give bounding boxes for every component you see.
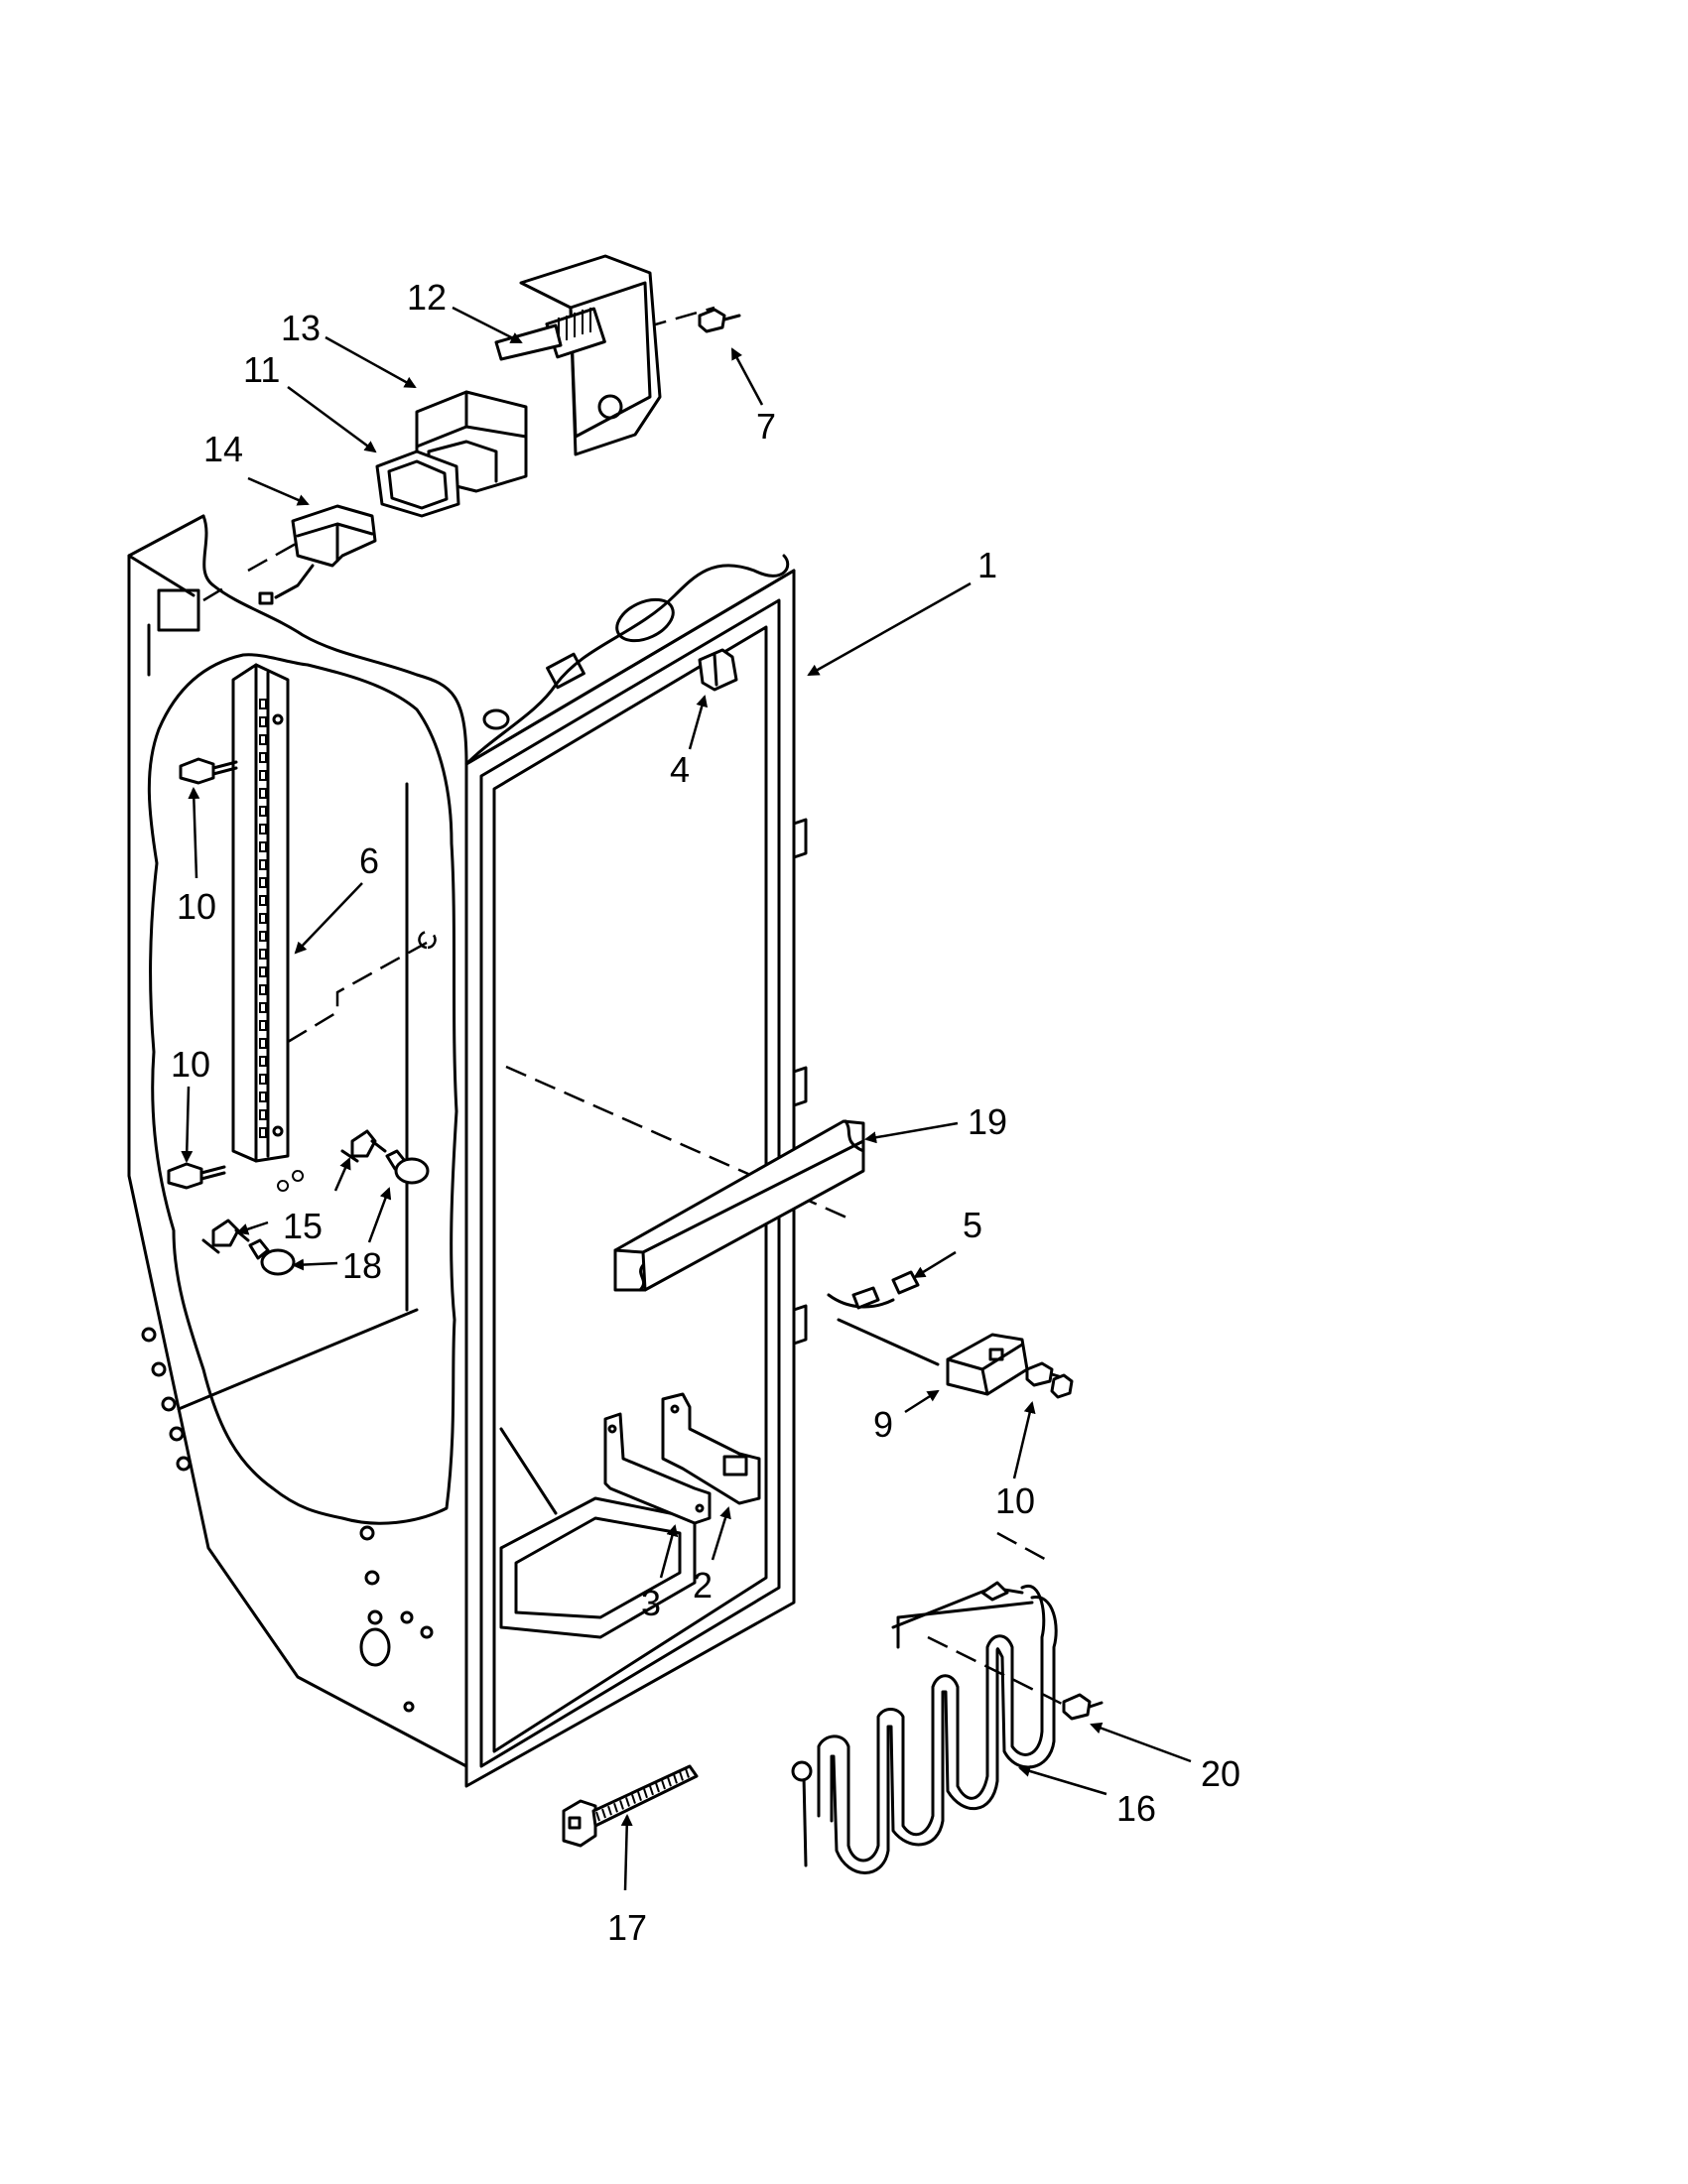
shelf-ladder — [231, 663, 290, 1163]
ladder-slot — [259, 1002, 267, 1013]
tie-ridge — [631, 1794, 636, 1804]
ladder-slot — [259, 949, 267, 960]
ladder-screw-top — [179, 757, 238, 785]
wire-tie — [562, 1764, 699, 1848]
ladder-slot — [259, 699, 267, 709]
defrost-heater — [791, 1581, 1058, 1874]
bracket-2 — [661, 1392, 761, 1505]
tie-ridge — [625, 1797, 630, 1807]
callout-16: 16 — [1116, 1788, 1156, 1829]
ladder-slot — [259, 1109, 267, 1120]
callout-10c: 10 — [995, 1480, 1035, 1521]
heater-screw — [1062, 1693, 1104, 1721]
light-socket-lower — [201, 1219, 250, 1254]
ladder-slot — [259, 770, 267, 781]
callout-15: 15 — [283, 1206, 323, 1246]
tie-ridge — [595, 1811, 600, 1822]
control-cover — [519, 254, 662, 456]
ladder-slot — [259, 824, 267, 835]
callout-20: 20 — [1201, 1753, 1240, 1794]
bracket-3 — [603, 1412, 712, 1525]
callout-12: 12 — [407, 277, 447, 318]
tie-ridge — [679, 1771, 684, 1781]
light-bulb-upper — [385, 1149, 430, 1185]
ladder-slot — [259, 788, 267, 799]
tie-ridge — [673, 1773, 678, 1784]
light-bulb-lower — [248, 1238, 296, 1276]
ladder-slot — [259, 752, 267, 763]
tie-ridge — [649, 1785, 654, 1796]
ladder-slot — [259, 806, 267, 817]
light-housing — [946, 1333, 1029, 1396]
callout-2: 2 — [693, 1565, 713, 1606]
thermostat-control — [258, 504, 377, 605]
ladder-slot — [259, 984, 267, 995]
ladder-slot — [259, 1127, 267, 1138]
callout-7: 7 — [756, 406, 776, 447]
ladder-slot — [259, 913, 267, 924]
wire-harness — [827, 1270, 940, 1366]
callout-11: 11 — [243, 349, 280, 390]
tie-ridge — [637, 1791, 642, 1802]
ladder-slot — [259, 966, 267, 977]
callout-13: 13 — [281, 308, 321, 348]
tie-ridge — [685, 1768, 690, 1778]
callout-4: 4 — [670, 749, 690, 790]
light-switch — [698, 648, 738, 692]
ladder-slot — [259, 1020, 267, 1031]
ladder-slot — [259, 1092, 267, 1102]
tie-ridge — [619, 1800, 624, 1810]
tie-ridge — [661, 1779, 666, 1790]
leader-lines — [181, 306, 1192, 1891]
ladder-slot — [259, 931, 267, 942]
cabinet-liner — [127, 514, 808, 1788]
control-label — [494, 323, 563, 361]
tie-ridge — [607, 1805, 612, 1816]
tie-ridge — [667, 1776, 672, 1787]
ladder-slot — [259, 841, 267, 852]
tie-ridge — [643, 1788, 648, 1799]
ladder-slot — [259, 877, 267, 888]
callout-6: 6 — [359, 840, 379, 881]
callout-19: 19 — [968, 1101, 1007, 1142]
tie-ridge — [601, 1808, 606, 1819]
callout-10a: 10 — [177, 886, 216, 927]
callout-labels: 1 2 3 4 5 6 7 9 10 10 10 11 12 13 14 15 … — [171, 277, 1240, 1948]
callout-9: 9 — [873, 1404, 893, 1445]
callout-10b: 10 — [171, 1044, 210, 1085]
ladder-slot — [259, 895, 267, 906]
tie-ridge — [655, 1782, 660, 1793]
housing-gasket — [375, 450, 460, 518]
cover-screw — [698, 308, 741, 333]
ladder-slot — [259, 716, 267, 727]
callout-1: 1 — [977, 545, 997, 585]
callout-14: 14 — [203, 429, 243, 469]
ladder-slot — [259, 1056, 267, 1067]
shelf-support — [613, 1119, 865, 1292]
ladder-slot — [259, 859, 267, 870]
callout-18: 18 — [342, 1245, 382, 1286]
ladder-slot — [259, 734, 267, 745]
callout-3: 3 — [641, 1583, 661, 1623]
ladder-screw-bottom — [167, 1162, 226, 1190]
light-socket-upper — [340, 1129, 387, 1163]
housing-screw — [1025, 1361, 1074, 1399]
callout-17: 17 — [607, 1907, 647, 1948]
tie-ridge — [613, 1802, 618, 1813]
ladder-slot — [259, 1038, 267, 1049]
callout-5: 5 — [963, 1205, 982, 1245]
ladder-slot — [259, 1074, 267, 1085]
